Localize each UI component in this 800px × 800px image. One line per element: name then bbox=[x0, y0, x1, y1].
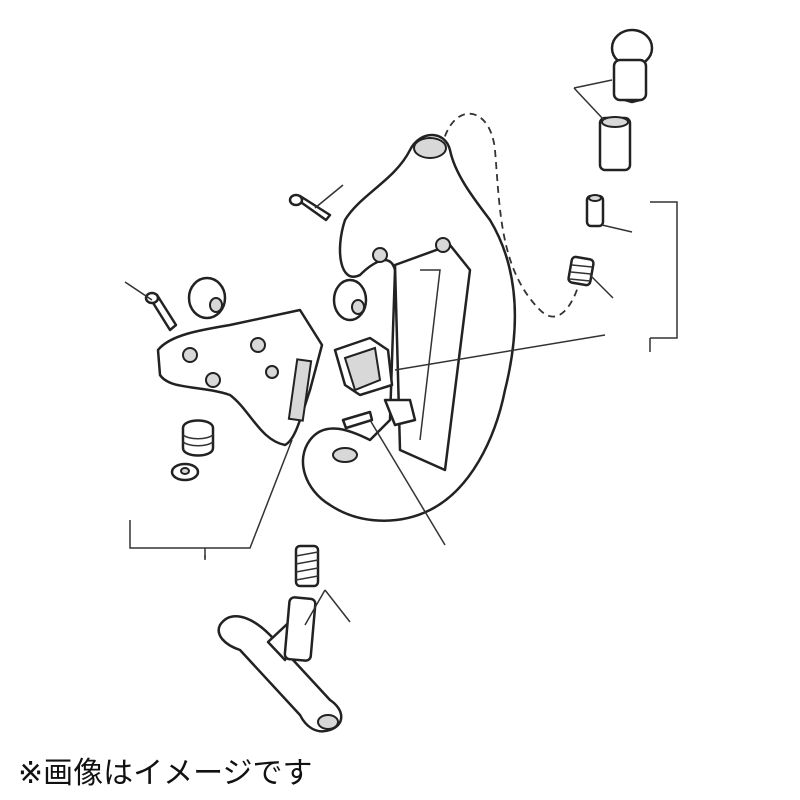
washer-left bbox=[170, 462, 200, 482]
cutter-wheel-right bbox=[332, 278, 368, 322]
screw-upper bbox=[288, 193, 332, 222]
spring-bottom bbox=[294, 544, 320, 588]
cutter-frame bbox=[301, 133, 517, 522]
handle-knob bbox=[610, 28, 654, 104]
assembly-dashed-line bbox=[439, 112, 581, 318]
screw-left bbox=[144, 291, 178, 332]
t-handle bbox=[217, 596, 343, 733]
image-disclaimer-caption: ※画像はイメージです bbox=[18, 756, 313, 791]
carriage-assembly bbox=[156, 308, 324, 447]
handle-sleeve bbox=[598, 116, 632, 172]
spring-left bbox=[181, 419, 215, 457]
leader-lines bbox=[124, 79, 678, 626]
cutter-wheel-left bbox=[187, 276, 227, 320]
feed-screw-pin bbox=[585, 194, 605, 228]
roller-block bbox=[333, 336, 394, 397]
screw-middle bbox=[341, 410, 374, 430]
spring-right bbox=[567, 255, 595, 287]
